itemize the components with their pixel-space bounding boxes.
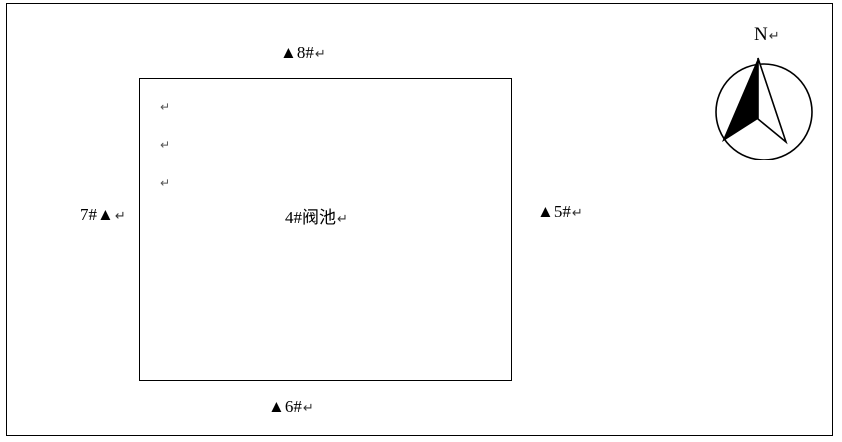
monitoring-point-5: ▲5#↵ — [537, 202, 583, 224]
paragraph-mark: ↵ — [160, 100, 171, 114]
paragraph-mark: ↵ — [768, 29, 780, 44]
monitoring-point-7: 7#▲↵ — [80, 205, 126, 227]
point-5-label: ▲5# — [537, 202, 571, 221]
point-8-label: ▲8# — [280, 43, 314, 62]
pool-label-text: 4#阀池 — [285, 208, 336, 227]
point-6-label: ▲6# — [268, 397, 302, 416]
monitoring-point-8: ▲8#↵ — [280, 43, 326, 65]
north-label: N↵ — [754, 24, 780, 46]
compass-needle-dark — [722, 58, 758, 142]
paragraph-mark: ↵ — [114, 209, 126, 224]
north-label-text: N — [754, 24, 768, 45]
paragraph-mark: ↵ — [571, 206, 583, 221]
compass-needle-light — [757, 57, 788, 145]
diagram-frame — [6, 3, 833, 436]
paragraph-mark: ↵ — [302, 401, 314, 416]
paragraph-mark: ↵ — [160, 138, 171, 152]
paragraph-mark: ↵ — [314, 47, 326, 62]
paragraph-mark: ↵ — [160, 176, 171, 190]
point-7-label: 7#▲ — [80, 205, 114, 224]
compass-icon — [715, 57, 813, 160]
pool-label: 4#阀池↵ — [285, 208, 348, 230]
monitoring-point-6: ▲6#↵ — [268, 397, 314, 419]
valve-pool-outline — [139, 78, 512, 381]
paragraph-mark: ↵ — [337, 212, 348, 227]
